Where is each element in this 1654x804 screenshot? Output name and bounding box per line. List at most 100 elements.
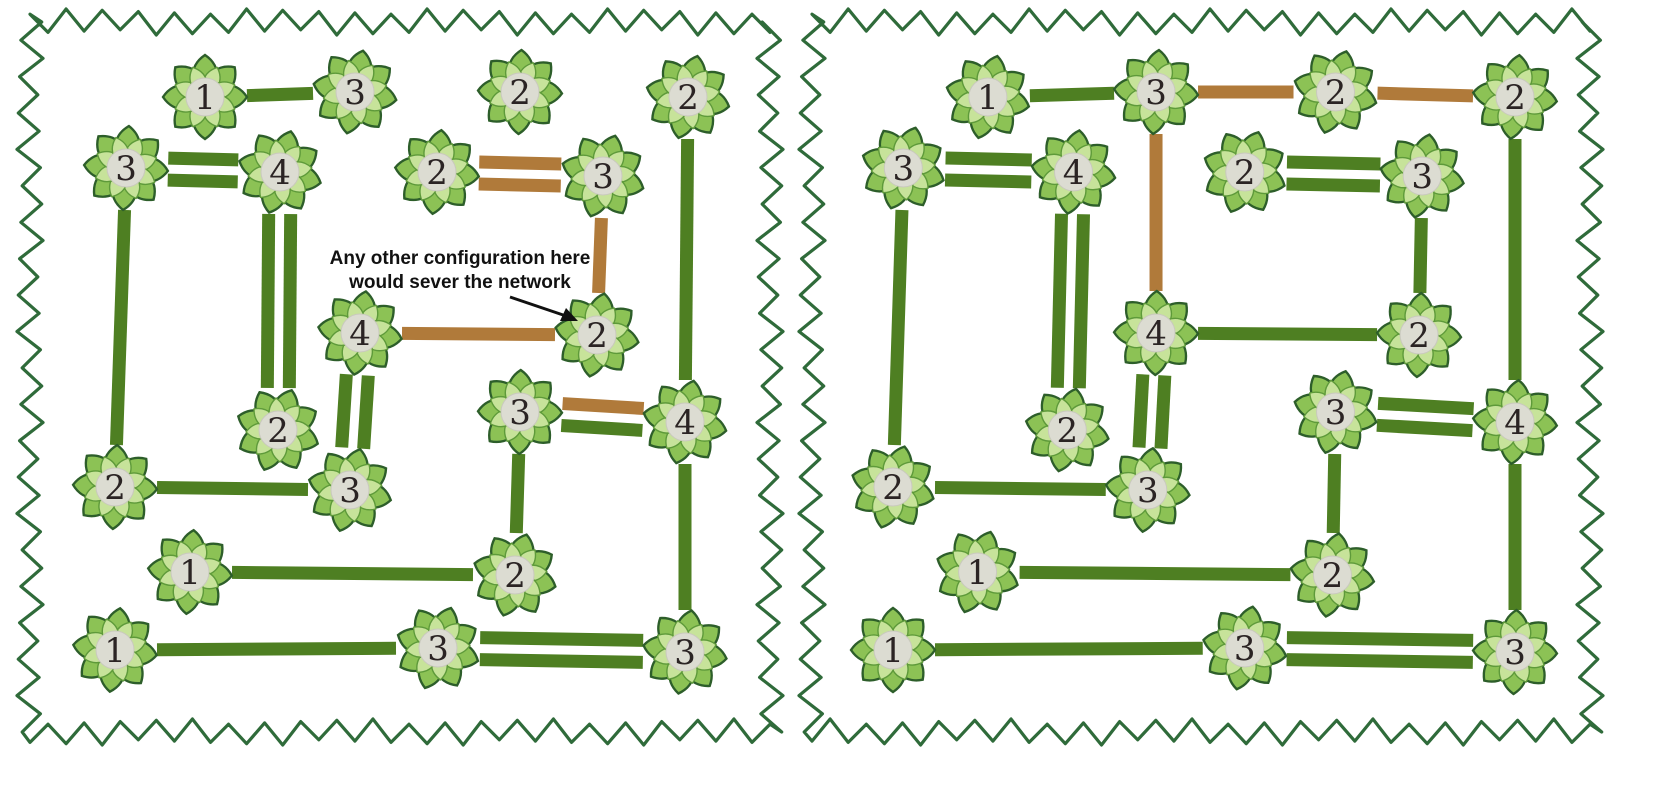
node-number: 1 — [179, 553, 201, 593]
flower-center — [170, 552, 210, 592]
flower-center — [495, 555, 535, 595]
flower-center — [968, 77, 1008, 117]
node-number: 4 — [1145, 314, 1167, 354]
node-number: 2 — [1504, 78, 1526, 118]
green-bridge — [509, 453, 526, 534]
green-bridge — [282, 214, 298, 389]
brown-bridge — [401, 326, 556, 342]
green-bridge — [109, 209, 132, 446]
green-bridge — [156, 641, 397, 657]
node-number: 2 — [104, 468, 126, 508]
flower-node-icon: 3 — [1471, 608, 1559, 696]
flower-center — [1312, 555, 1352, 595]
flower-node-icon: 2 — [476, 48, 564, 136]
node-number: 3 — [674, 633, 696, 673]
green-bridge — [168, 151, 239, 167]
flower-center — [340, 313, 380, 353]
node-number: 2 — [1322, 556, 1344, 596]
flower-node-icon: 2 — [1203, 130, 1286, 214]
node-number: 3 — [509, 393, 531, 433]
flower-node-icon: 1 — [936, 530, 1019, 614]
green-bridge — [480, 631, 644, 647]
node-number: 4 — [269, 153, 291, 193]
flower-center — [665, 402, 705, 442]
flower-center — [335, 72, 375, 112]
flower-center — [958, 552, 998, 592]
green-bridge — [678, 138, 695, 381]
flower-node-icon: 3 — [307, 447, 393, 533]
green-bridge — [357, 375, 375, 450]
green-bridge — [1197, 326, 1378, 342]
flower-node-icon: 3 — [476, 368, 564, 456]
flower-center — [500, 72, 540, 112]
green-bridge — [1019, 565, 1291, 582]
green-bridge — [1377, 396, 1475, 416]
green-bridge — [1029, 86, 1115, 103]
node-number: 3 — [115, 149, 137, 189]
annotation-arrow — [509, 295, 578, 321]
node-number: 3 — [1325, 393, 1347, 433]
node-number: 1 — [194, 78, 216, 118]
node-number: 1 — [104, 631, 126, 671]
green-bridge — [1050, 213, 1069, 388]
flower-node-icon: 4 — [642, 379, 728, 465]
flower-center — [1316, 392, 1356, 432]
flower-center — [500, 392, 540, 432]
flower-node-icon: 3 — [642, 609, 728, 695]
flower-center — [665, 632, 705, 672]
node-number: 2 — [1325, 73, 1347, 113]
left-puzzle-panel-border — [15, 7, 785, 747]
brown-bridge — [479, 155, 562, 171]
green-bridge — [335, 373, 353, 448]
flower-center — [1047, 410, 1087, 450]
flower-node-icon: 3 — [861, 126, 945, 210]
flower-node-icon: 3 — [312, 49, 398, 135]
flower-center — [260, 152, 300, 192]
flower-center — [95, 630, 135, 670]
flower-node-icon: 1 — [945, 54, 1031, 140]
brown-bridge — [478, 177, 561, 193]
flower-node-icon: 3 — [1379, 133, 1465, 219]
flower-node-icon: 4 — [238, 130, 322, 214]
flower-node-icon: 4 — [316, 289, 404, 377]
flower-center — [1495, 77, 1535, 117]
flower-center — [1225, 152, 1265, 192]
flower-node-icon: 2 — [236, 388, 320, 472]
flower-node-icon: 2 — [554, 292, 640, 378]
flower-node-icon: 1 — [161, 53, 249, 141]
node-number: 3 — [427, 629, 449, 669]
flower-center — [1495, 402, 1535, 442]
node-number: 1 — [882, 631, 904, 671]
flower-node-icon: 1 — [71, 606, 159, 694]
node-number: 4 — [1504, 403, 1526, 443]
annotation-line-2: would sever the network — [349, 272, 571, 293]
green-bridge — [560, 419, 643, 437]
green-bridge — [479, 653, 643, 669]
green-bridge — [945, 151, 1032, 167]
flower-node-icon: 4 — [1471, 378, 1559, 466]
flower-center — [1495, 632, 1535, 672]
flower-node-icon: 3 — [82, 124, 170, 212]
node-number: 3 — [1137, 471, 1159, 511]
node-number: 3 — [344, 73, 366, 113]
green-bridge — [1326, 453, 1342, 534]
node-number: 3 — [1145, 73, 1167, 113]
green-bridge — [934, 480, 1106, 497]
flower-center — [1136, 313, 1176, 353]
flower-node-icon: 3 — [1202, 605, 1288, 691]
annotation-line-1: Any other configuration here — [329, 248, 591, 269]
green-bridge — [887, 209, 909, 446]
node-number: 4 — [349, 314, 371, 354]
node-number: 3 — [1504, 633, 1526, 673]
green-bridge — [1286, 653, 1473, 669]
flower-center — [417, 152, 457, 192]
flower-center — [330, 470, 370, 510]
node-number: 3 — [1234, 629, 1256, 669]
flower-node-icon: 1 — [146, 528, 234, 616]
node-number: 2 — [509, 73, 531, 113]
node-number: 4 — [674, 403, 696, 443]
flower-node-icon: 2 — [1024, 387, 1110, 473]
arrow-shaft — [509, 295, 573, 320]
